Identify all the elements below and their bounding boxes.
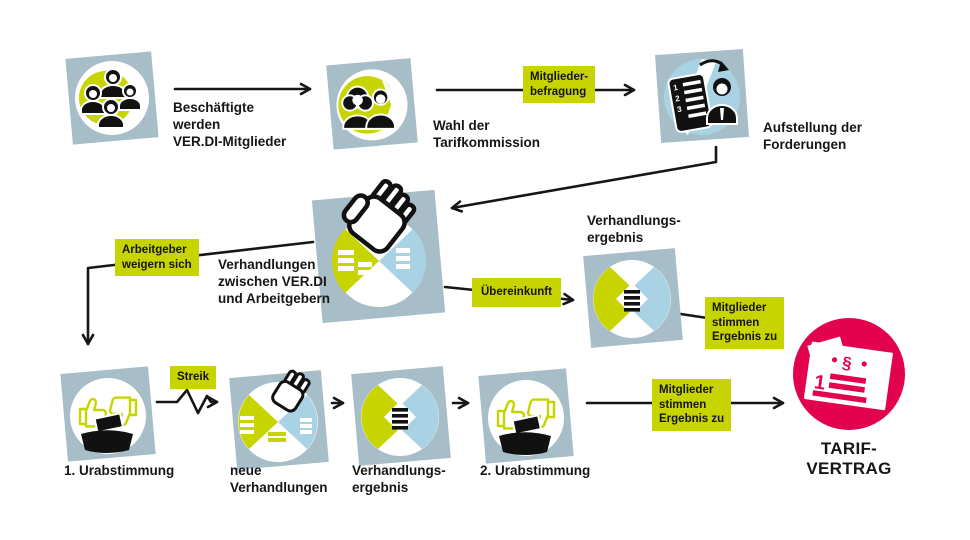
ballot-slip bbox=[511, 414, 543, 436]
tag-agreement: Übereinkunft bbox=[472, 278, 561, 307]
step-label-negotiations: Verhandlungen zwischen VER.DI und Arbeit… bbox=[218, 257, 331, 306]
step-label-demands: Aufstellung der Forderungen bbox=[763, 120, 863, 152]
tag-strike: Streik bbox=[170, 366, 216, 389]
ballot1-icon bbox=[60, 366, 156, 462]
arrow-demands-to-negotiations bbox=[450, 145, 718, 213]
step-label-ballot2: 2. Urabstimmung bbox=[480, 463, 591, 478]
person-silhouette bbox=[706, 78, 738, 125]
commission-election-icon bbox=[326, 58, 418, 150]
paragraph-symbol: § bbox=[841, 353, 853, 373]
step-label-ballot1: 1. Urabstimmung bbox=[64, 463, 175, 478]
tag-employers-refuse: Arbeitgeber weigern sich bbox=[115, 239, 199, 277]
step-label-join: Beschäftigte werden VER.DI-Mitglieder bbox=[173, 100, 287, 149]
arrow-strike-zigzag bbox=[155, 388, 219, 415]
demands-list-icon: 123 bbox=[655, 49, 749, 143]
svg-text:1: 1 bbox=[673, 83, 679, 93]
two-people-silhouettes bbox=[341, 85, 396, 130]
contract-document: § 1 bbox=[803, 341, 893, 411]
step-label-new-negotiations: neue Verhandlungen bbox=[230, 463, 328, 495]
result-icon-bottom bbox=[351, 366, 451, 466]
tag-member-survey: Mitglieder- befragung bbox=[523, 66, 596, 104]
ballot-box bbox=[499, 432, 551, 455]
result-icon-mid bbox=[583, 248, 683, 348]
arrow-employers-refuse-to-ballot1 bbox=[81, 240, 315, 346]
small-fist bbox=[271, 369, 311, 413]
negotiations-fist-icon bbox=[311, 178, 446, 324]
raised-fist bbox=[341, 178, 417, 254]
tag-members-approve-top: Mitglieder stimmen Ergebnis zu bbox=[705, 297, 785, 350]
svg-text:2: 2 bbox=[674, 94, 680, 104]
step-label-contract: TARIF- VERTRAG bbox=[806, 439, 892, 479]
members-group-icon bbox=[65, 51, 159, 145]
step-label-election: Wahl der Tarifkommission bbox=[433, 118, 541, 150]
tag-members-approve-bottom: Mitglieder stimmen Ergebnis zu bbox=[652, 379, 732, 432]
ballot-box bbox=[81, 430, 133, 453]
step-label-result-bottom: Verhandlungs- ergebnis bbox=[352, 463, 446, 495]
numbered-list: 123 bbox=[667, 73, 713, 133]
svg-text:3: 3 bbox=[676, 105, 682, 115]
ballot-slip bbox=[93, 412, 125, 434]
ballot2-icon bbox=[478, 368, 574, 464]
contract-seal-icon: § 1 bbox=[793, 318, 905, 430]
new-negotiations-icon bbox=[229, 369, 329, 470]
number-one: 1 bbox=[813, 371, 827, 394]
step-label-result-mid: Verhandlungs- ergebnis bbox=[587, 213, 681, 245]
